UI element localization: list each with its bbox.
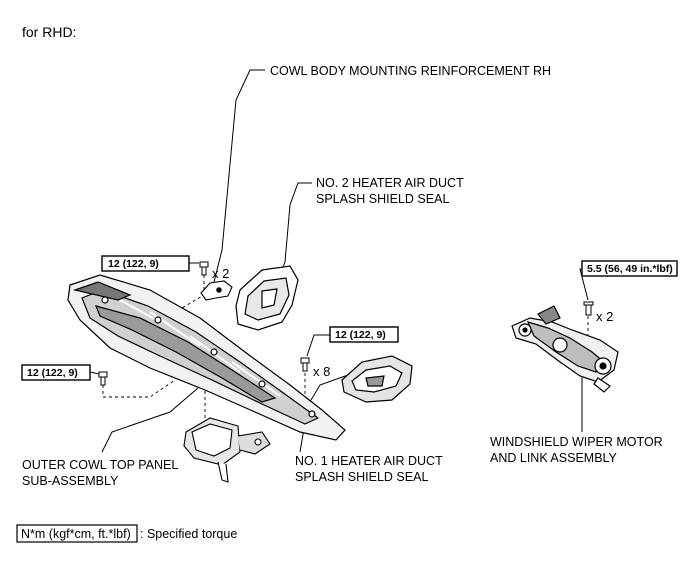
diagram-heading: for RHD: [22, 24, 76, 40]
bolt-icon-cowl [199, 261, 209, 276]
count-wiper: x 2 [596, 309, 613, 324]
bolt-icon-panel-right [300, 357, 310, 372]
no1-seal-part [341, 355, 413, 403]
wiper-motor-link [511, 305, 619, 393]
label-cowl-reinforcement: COWL BODY MOUNTING REINFORCEMENT RH [270, 64, 551, 78]
torque-label-panel-left: 12 (122, 9) [27, 367, 78, 379]
torque-label-wiper: 5.5 (56, 49 in.*lbf) [587, 263, 673, 275]
label-wiper-line2: AND LINK ASSEMBLY [490, 451, 618, 465]
legend-box-text: N*m (kgf*cm, ft.*lbf) [21, 527, 131, 541]
washer-reservoir [183, 417, 271, 483]
legend-description: : Specified torque [140, 527, 237, 541]
label-no2-seal-line2: SPLASH SHIELD SEAL [316, 192, 449, 206]
torque-callouts: 12 (122, 9) 12 (122, 9) 12 (122, 9) 5.5 … [21, 255, 678, 381]
outer-cowl-panel [67, 274, 346, 441]
label-no1-seal-line2: SPLASH SHIELD SEAL [295, 470, 428, 484]
bolt-icons [98, 261, 594, 386]
part-labels: COWL BODY MOUNTING REINFORCEMENT RH NO. … [22, 64, 663, 488]
torque-legend: N*m (kgf*cm, ft.*lbf) : Specified torque [16, 524, 237, 543]
label-outer-cowl-line2: SUB-ASSEMBLY [22, 474, 119, 488]
bolt-icon-panel-left [98, 371, 108, 386]
cowl-reinforcement-part [200, 280, 233, 301]
bolt-icon-wiper [583, 301, 594, 316]
torque-label-panel-right: 12 (122, 9) [335, 329, 386, 341]
legend-box [16, 524, 138, 543]
label-no1-seal-line1: NO. 1 HEATER AIR DUCT [295, 454, 443, 468]
label-outer-cowl-line1: OUTER COWL TOP PANEL [22, 458, 178, 472]
torque-label-cowl: 12 (122, 9) [108, 258, 159, 270]
count-cowl: x 2 [212, 266, 229, 281]
label-wiper-line1: WINDSHIELD WIPER MOTOR [490, 435, 663, 449]
no2-seal-part [235, 265, 299, 331]
label-no2-seal-line1: NO. 2 HEATER AIR DUCT [316, 176, 464, 190]
count-panel-right: x 8 [313, 364, 330, 379]
